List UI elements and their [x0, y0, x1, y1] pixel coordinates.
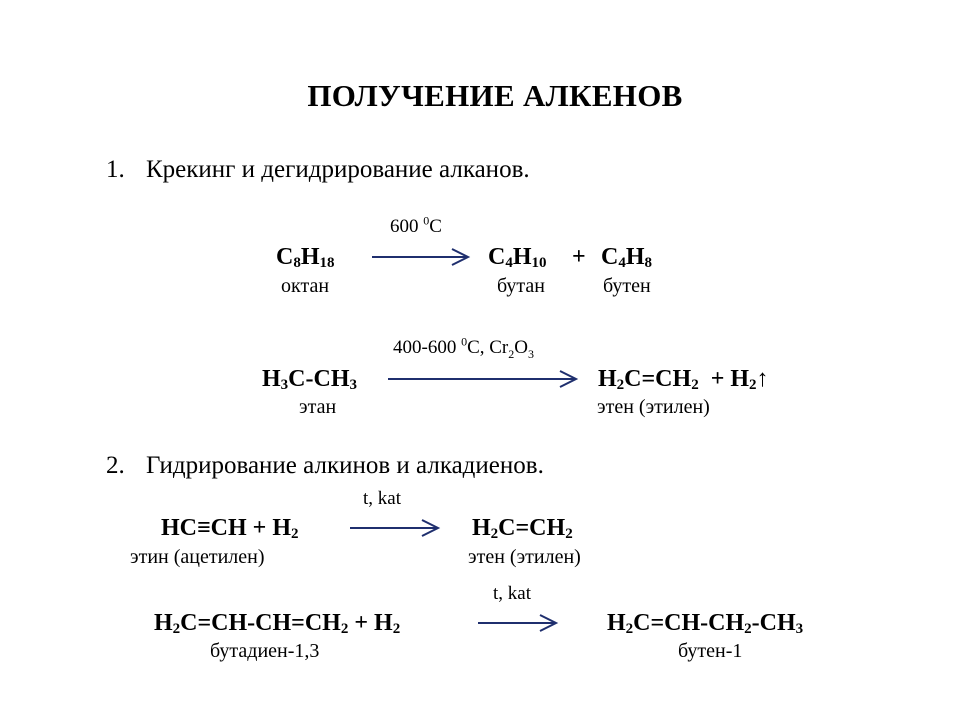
formula-subscript: 2 [172, 621, 181, 637]
formula-text: + H [698, 366, 750, 392]
formula-subscript: 2 [744, 621, 752, 637]
reaction-4-arrow [478, 613, 560, 633]
reaction-1-reactant: C8H18 [276, 244, 335, 271]
reaction-1-product-2: C4H8 [601, 244, 652, 271]
formula-subscript: 3 [795, 621, 804, 637]
arrow-icon [372, 248, 471, 266]
formula-subscript: 2 [691, 377, 699, 393]
reaction-4-condition: t, kat [493, 583, 531, 604]
formula-subscript: 4 [505, 255, 513, 271]
formula-text: H [262, 366, 281, 392]
reaction-3-product: H2C=CH2 [472, 515, 573, 542]
section-2-text: Гидрирование алкинов и алкадиенов. [146, 452, 544, 479]
formula-subscript: 18 [319, 255, 335, 271]
reaction-4-reactant: H2C=CH-CH=CH2 + H2 [154, 610, 400, 637]
formula-text: HC≡CH + H [161, 515, 292, 541]
formula-text: + H [348, 610, 393, 636]
formula-subscript: 10 [531, 255, 547, 271]
arrow-icon [350, 519, 441, 537]
formula-text: C=CH [624, 366, 692, 392]
reaction-2-product: H2C=CH2 + H2↑ [598, 366, 769, 393]
reaction-2-reactant-name: этан [299, 396, 337, 418]
formula-text: C=CH-CH [633, 610, 745, 636]
arrow-icon [478, 614, 559, 632]
reaction-2-condition: 400-600 0C, Cr2O3 [393, 334, 534, 361]
reaction-3-arrow [350, 518, 442, 538]
formula-subscript: 2 [565, 526, 573, 542]
reaction-4-reactant-name: бутадиен-1,3 [210, 640, 320, 662]
reaction-4-product: H2C=CH-CH2-CH3 [607, 610, 803, 637]
reaction-1-plus: + [572, 244, 586, 270]
formula-subscript: 8 [644, 255, 653, 271]
formula-text: C [488, 244, 506, 270]
section-1-text: Крекинг и дегидрирование алканов. [146, 156, 530, 183]
formula-text: C=CH [498, 515, 566, 541]
section-2-heading: 2. Гидрирование алкинов и алкадиенов. [106, 452, 544, 480]
formula-subscript: 3 [349, 377, 358, 393]
formula-subscript: 3 [280, 377, 289, 393]
formula-subscript: 8 [293, 255, 301, 271]
formula-text: H [300, 244, 320, 270]
reaction-4-product-name: бутен-1 [678, 640, 743, 662]
reaction-1-product-1: C4H10 [488, 244, 547, 271]
formula-text: C [601, 244, 619, 270]
formula-subscript: 2 [392, 621, 401, 637]
formula-text: H [154, 610, 173, 636]
formula-text: H [625, 244, 645, 270]
section-2-number: 2. [106, 452, 125, 479]
formula-subscript: 2 [749, 377, 757, 393]
reaction-3-reactant: HC≡CH + H2 [161, 515, 299, 542]
reaction-3-product-name: этен (этилен) [468, 546, 581, 568]
reaction-2-arrow [388, 369, 580, 389]
reaction-1-product-2-name: бутен [603, 275, 651, 297]
section-1-number: 1. [106, 156, 125, 183]
formula-subscript: 2 [291, 526, 299, 542]
formula-text: H [607, 610, 626, 636]
formula-subscript: 2 [616, 377, 625, 393]
reaction-1-product-1-name: бутан [497, 275, 545, 297]
formula-subscript: 2 [490, 526, 499, 542]
reaction-1-arrow [372, 247, 472, 267]
formula-subscript: 4 [618, 255, 626, 271]
formula-text: H [598, 366, 617, 392]
reaction-1-condition: 600 0C [390, 213, 442, 237]
formula-text: C-CH [288, 366, 350, 392]
reaction-3-condition: t, kat [363, 488, 401, 509]
section-1-heading: 1. Крекинг и дегидрирование алканов. [106, 156, 530, 184]
page-title: ПОЛУЧЕНИЕ АЛКЕНОВ [307, 78, 683, 113]
formula-text: H [472, 515, 491, 541]
formula-subscript: 2 [625, 621, 634, 637]
arrow-icon [388, 370, 579, 388]
reaction-2-product-name: этен (этилен) [597, 396, 710, 418]
reaction-1-reactant-name: октан [281, 275, 330, 297]
formula-text: C=CH-CH=CH [180, 610, 341, 636]
reaction-3-reactant-name: этин (ацетилен) [130, 546, 265, 568]
formula-text: C [276, 244, 294, 270]
formula-text: H [512, 244, 532, 270]
formula-text: -CH [751, 610, 796, 636]
reaction-2-reactant: H3C-CH3 [262, 366, 357, 393]
formula-subscript: 2 [340, 621, 349, 637]
formula-text: ↑ [756, 366, 769, 392]
